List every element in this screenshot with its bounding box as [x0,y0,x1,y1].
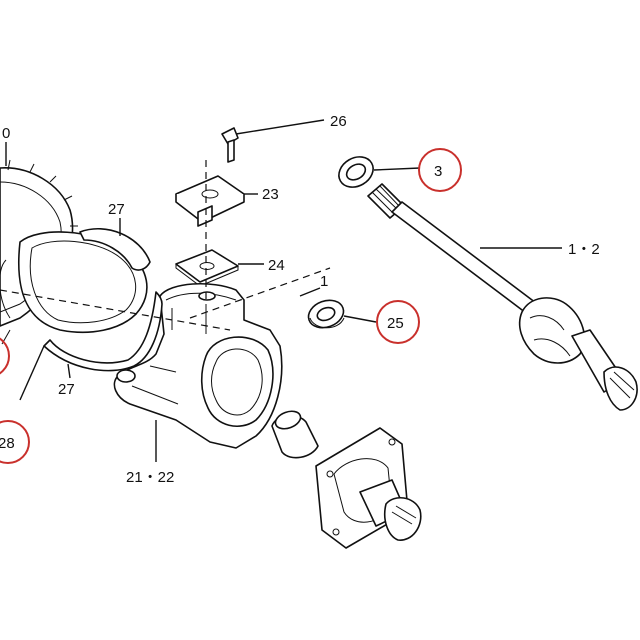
label-27-top: 27 [108,201,125,218]
label-26: 26 [330,113,347,130]
label-21-22: 21・22 [126,469,174,486]
spindle-flange [315,427,422,549]
bushing [271,410,319,459]
label-0: 0 [2,125,10,142]
highlight-circle-edge [0,337,10,375]
oil-seal [338,156,374,188]
label-3: 3 [434,163,442,180]
part-labels: 26 3 23 27 24 1・2 1 25 27 28 21・22 0 [0,113,600,486]
label-23: 23 [262,186,279,203]
assembly-guides [0,160,331,331]
shim [175,249,239,287]
label-1-2: 1・2 [568,241,600,258]
leader-lines [5,119,562,462]
label-24: 24 [268,257,285,274]
highlight-markers [0,148,462,464]
axle-shaft [367,183,638,411]
king-pin-cap [175,175,245,227]
brake-assembly [0,159,163,372]
label-25: 25 [387,315,404,332]
label-27-bottom: 27 [58,381,75,398]
highlight-circle-3 [418,148,462,192]
highlight-circle-28 [0,420,30,464]
bolt [221,127,239,163]
label-1: 1 [320,273,328,290]
knuckle-housing [113,282,283,449]
bearing [307,299,345,329]
highlight-circle-25 [376,300,420,344]
label-28: 28 [0,435,15,452]
